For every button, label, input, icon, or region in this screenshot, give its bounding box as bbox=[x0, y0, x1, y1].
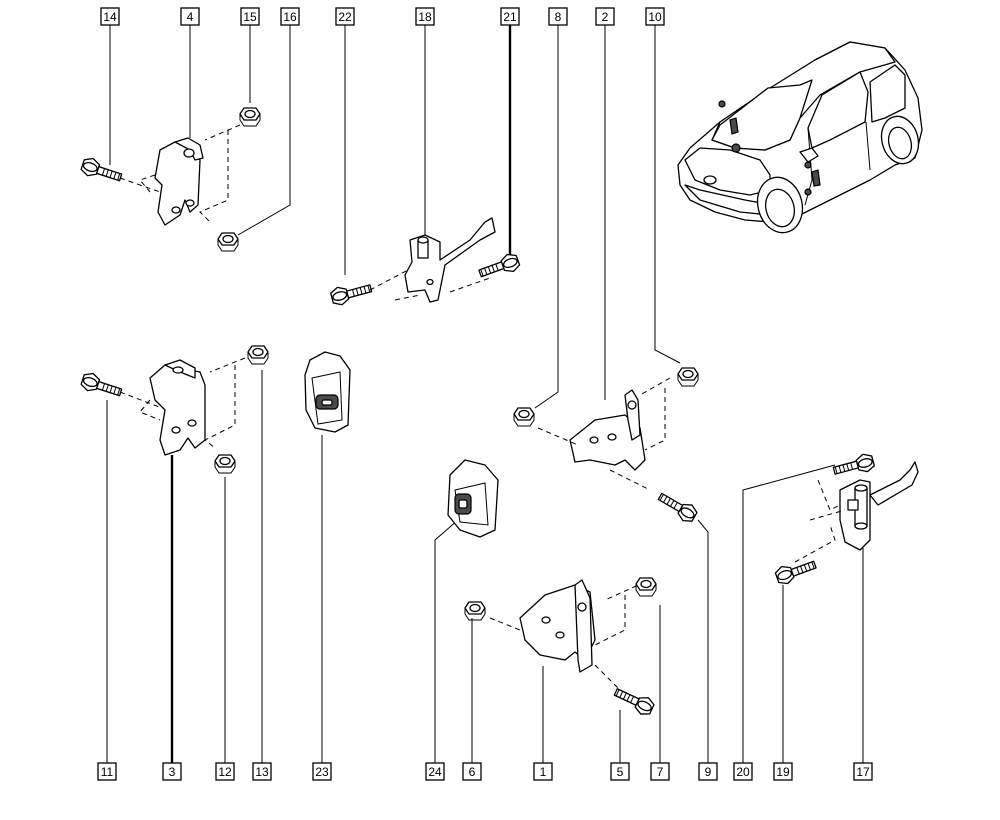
callout-16: 16 bbox=[280, 7, 300, 26]
callout-label: 17 bbox=[856, 765, 870, 779]
callout-6: 6 bbox=[462, 762, 482, 781]
callout-label: 24 bbox=[428, 765, 442, 779]
callout-1: 1 bbox=[533, 762, 553, 781]
callout-label: 20 bbox=[736, 765, 750, 779]
callout-23: 23 bbox=[312, 762, 332, 781]
leader-lines bbox=[106, 25, 864, 763]
hinge-assembly-right-2 bbox=[513, 367, 700, 526]
callout-label: 6 bbox=[469, 765, 476, 779]
callout-label: 7 bbox=[657, 765, 664, 779]
car-illustration bbox=[677, 41, 923, 234]
callout-label: 2 bbox=[602, 10, 609, 24]
callout-8: 8 bbox=[548, 7, 568, 26]
callout-9: 9 bbox=[698, 762, 718, 781]
callout-label: 21 bbox=[503, 10, 517, 24]
callout-21: 21 bbox=[500, 7, 520, 26]
callout-label: 19 bbox=[776, 765, 790, 779]
callout-2: 2 bbox=[595, 7, 615, 26]
hinge-assembly-bottom-1 bbox=[464, 577, 657, 719]
callout-14: 14 bbox=[100, 7, 120, 26]
callout-label: 12 bbox=[218, 765, 232, 779]
callout-label: 1 bbox=[540, 765, 547, 779]
hinge-cover-24 bbox=[447, 459, 499, 538]
callout-label: 18 bbox=[418, 10, 432, 24]
callout-label: 5 bbox=[617, 765, 624, 779]
callout-22: 22 bbox=[335, 7, 355, 26]
callout-label: 16 bbox=[283, 10, 297, 24]
callout-12: 12 bbox=[215, 762, 235, 781]
callout-label: 15 bbox=[243, 10, 257, 24]
callout-18: 18 bbox=[415, 7, 435, 26]
callout-label: 4 bbox=[187, 10, 194, 24]
callout-11: 11 bbox=[97, 762, 117, 781]
callout-label: 11 bbox=[101, 765, 114, 779]
hinge-assembly-top-left bbox=[79, 107, 261, 252]
callout-19: 19 bbox=[773, 762, 793, 781]
callout-10: 10 bbox=[645, 7, 665, 26]
callout-label: 9 bbox=[705, 765, 712, 779]
callout-15: 15 bbox=[240, 7, 260, 26]
callout-label: 23 bbox=[315, 765, 329, 779]
callout-label: 22 bbox=[338, 10, 352, 24]
callout-label: 14 bbox=[103, 10, 117, 24]
callout-3: 3 bbox=[162, 762, 182, 781]
hinge-assembly-mid-left bbox=[79, 345, 269, 474]
callout-label: 13 bbox=[255, 765, 269, 779]
callout-label: 10 bbox=[648, 10, 662, 24]
callout-17: 17 bbox=[853, 762, 873, 781]
callout-5: 5 bbox=[610, 762, 630, 781]
callout-7: 7 bbox=[650, 762, 670, 781]
door-check-strap-17 bbox=[773, 451, 919, 587]
callout-label: 8 bbox=[555, 10, 562, 24]
hinge-cover-23 bbox=[304, 351, 351, 433]
callout-4: 4 bbox=[180, 7, 200, 26]
door-check-strap-18 bbox=[329, 217, 522, 308]
callout-13: 13 bbox=[252, 762, 272, 781]
callout-label: 3 bbox=[169, 765, 176, 779]
callout-24: 24 bbox=[425, 762, 445, 781]
callout-20: 20 bbox=[733, 762, 753, 781]
